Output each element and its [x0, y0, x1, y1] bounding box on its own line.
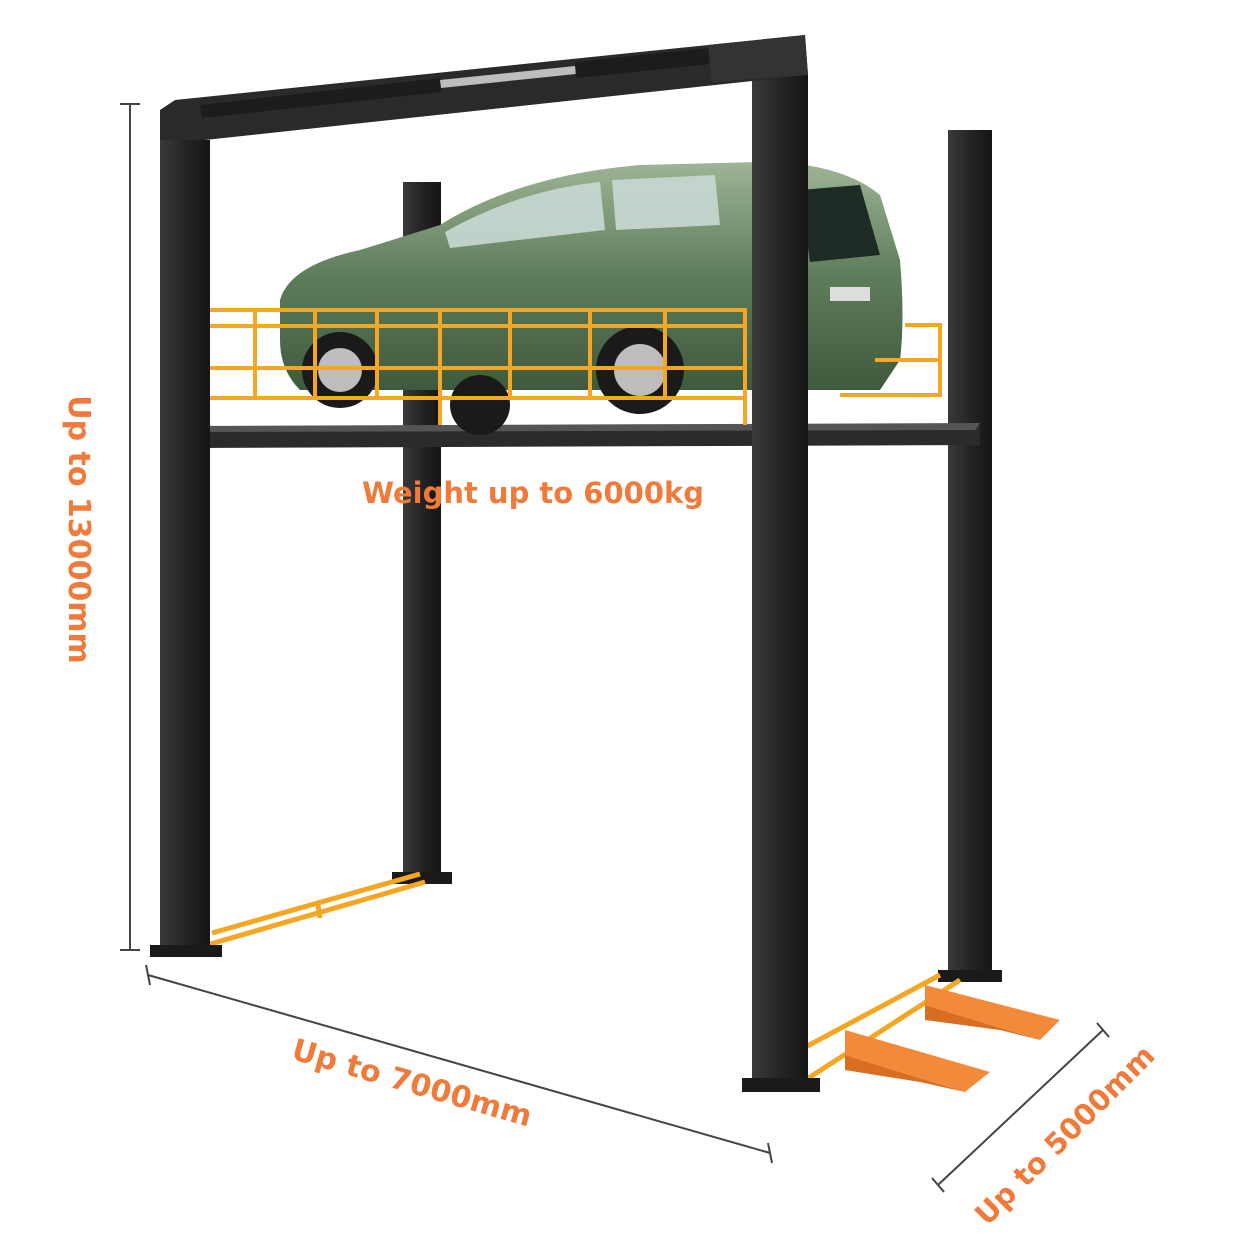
depth-dimension-line [937, 1029, 1104, 1186]
height-label: Up to 13000mm [60, 395, 96, 664]
front-right-post [752, 75, 808, 1085]
weight-label: Weight up to 6000kg [362, 476, 705, 510]
width-dimension-line [147, 974, 771, 1154]
platform-railing [190, 308, 942, 425]
top-beam [160, 35, 808, 140]
dimension-lines [120, 103, 1110, 1193]
floor-frame-left [199, 871, 426, 950]
back-right-post [948, 130, 992, 980]
front-left-post [160, 140, 210, 955]
ramps [845, 985, 1060, 1092]
